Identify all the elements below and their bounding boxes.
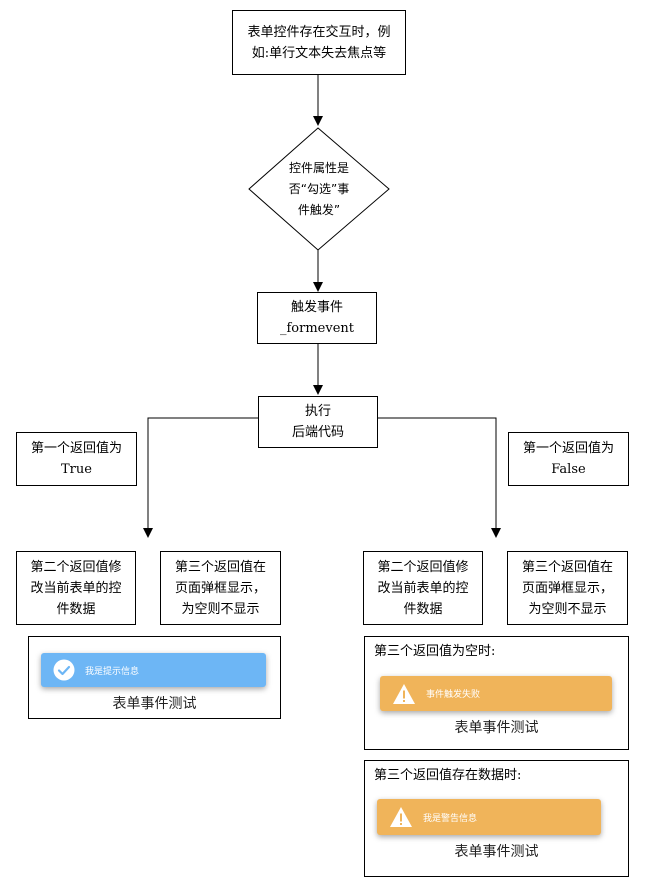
true-label-box: 第一个返回值为 True <box>16 432 137 486</box>
trigger-box: 触发事件 _formevent <box>257 292 377 344</box>
warning-icon <box>389 806 413 828</box>
data-value-panel-title: 第三个返回值存在数据时: <box>374 768 522 783</box>
empty-value-panel: 第三个返回值为空时: 事件触发失败 表单事件测试 <box>364 636 629 750</box>
warning-toast: 我是警告信息 <box>377 799 601 835</box>
failure-toast-text: 事件触发失败 <box>426 690 481 700</box>
true-third-box: 第三个返回值在 页面弹框显示， 为空则不显示 <box>160 551 281 625</box>
failure-toast: 事件触发失败 <box>380 676 612 711</box>
false-second-box: 第二个返回值修 改当前表单的控 件数据 <box>363 551 483 625</box>
decision-label: 控件属性是 否“勾选”事 件触发” <box>288 161 350 217</box>
arrow-execute-to-true <box>143 417 258 538</box>
empty-value-panel-title: 第三个返回值为空时: <box>374 644 496 659</box>
data-value-panel: 第三个返回值存在数据时: 我是警告信息 表单事件测试 <box>364 760 629 877</box>
start-box: 表单控件存在交互时，例 如:单行文本失去焦点等 <box>232 10 406 75</box>
execute-box: 执行 后端代码 <box>258 396 378 448</box>
false-third-box: 第三个返回值在 页面弹框显示， 为空则不显示 <box>507 551 628 625</box>
empty-panel-caption: 表单事件测试 <box>454 720 539 736</box>
warning-icon <box>392 683 416 705</box>
warning-toast-text: 我是警告信息 <box>423 813 478 824</box>
false-label-box: 第一个返回值为 False <box>508 432 629 486</box>
info-panel-caption: 表单事件测试 <box>112 696 197 712</box>
info-toast-panel: 我是提示信息 表单事件测试 <box>28 636 281 719</box>
check-circle-icon <box>53 659 75 681</box>
data-panel-caption: 表单事件测试 <box>454 844 539 860</box>
true-second-box: 第二个返回值修 改当前表单的控 件数据 <box>16 551 136 625</box>
arrow-execute-to-false <box>378 417 501 538</box>
info-toast-text: 我是提示信息 <box>85 666 140 677</box>
info-toast: 我是提示信息 <box>41 653 266 687</box>
